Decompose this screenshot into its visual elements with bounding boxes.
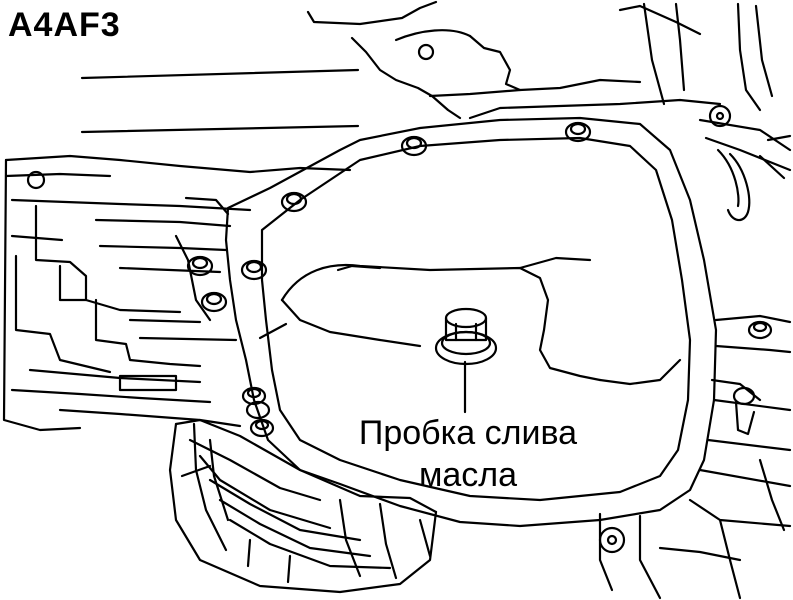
left-transmission-case <box>2 154 352 432</box>
model-code-label: A4AF3 <box>8 6 121 44</box>
drain-plug-icon <box>434 307 498 366</box>
right-bracket <box>598 314 792 600</box>
background-lines <box>80 68 360 134</box>
drain-plug-callout: Пробка слива масла <box>318 412 618 496</box>
callout-line-1: Пробка слива <box>358 414 578 452</box>
left-case-bolts <box>186 255 275 438</box>
callout-line-2: масла <box>418 456 518 494</box>
oil-pan <box>224 116 718 528</box>
oil-pan-bolts <box>240 121 773 340</box>
upper-housing <box>306 0 792 222</box>
